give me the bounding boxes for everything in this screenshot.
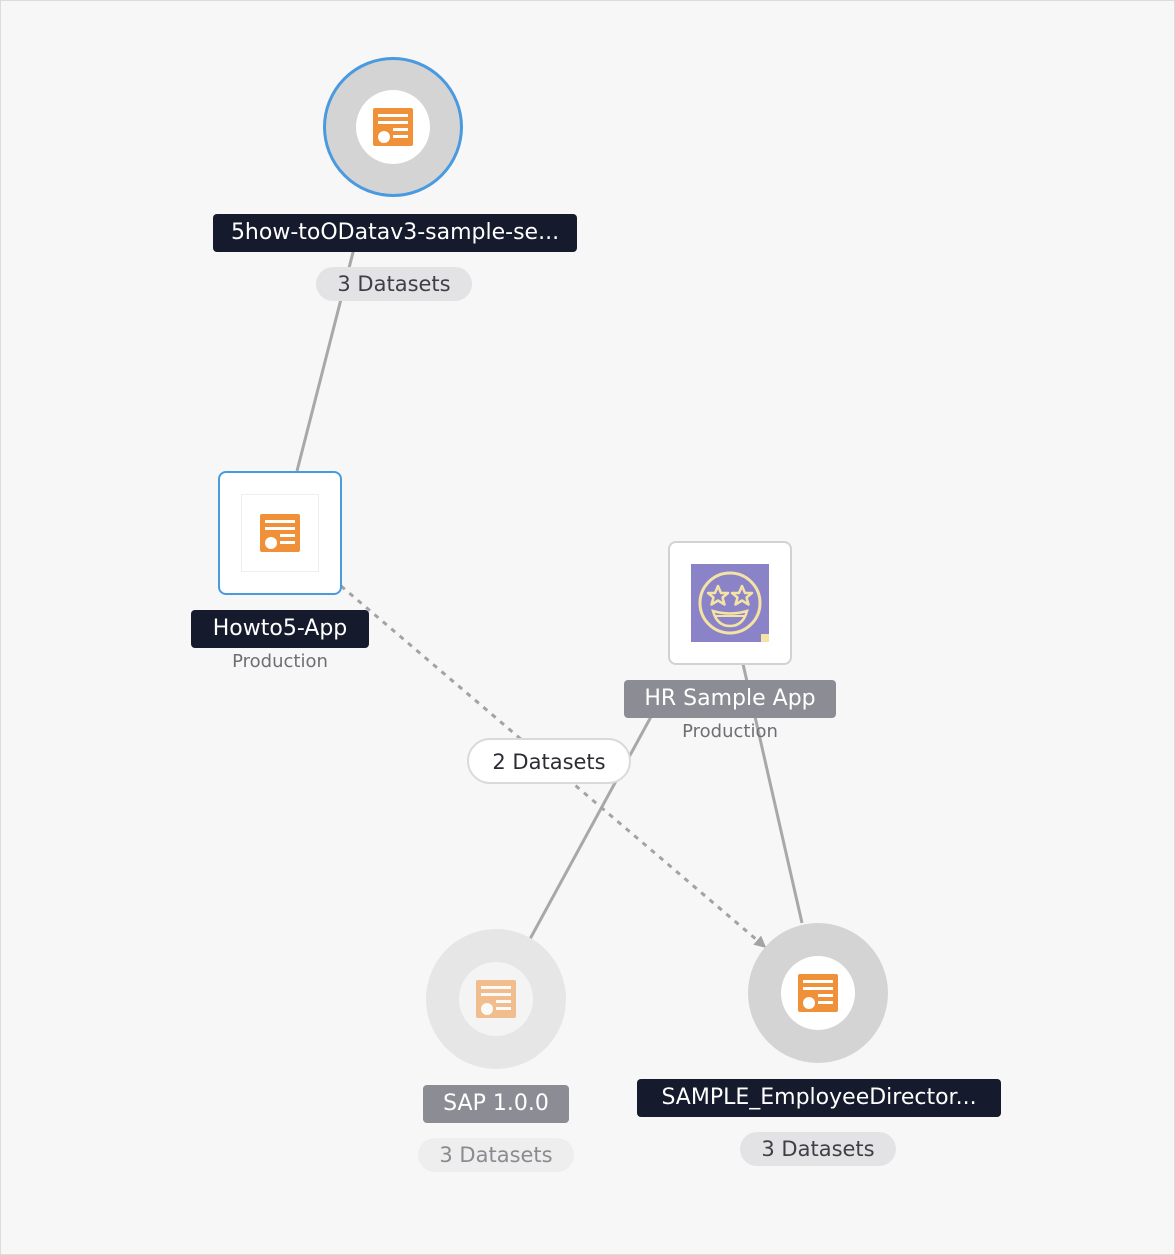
app-environment-label: Production	[682, 721, 778, 742]
app-node-howto5[interactable]	[218, 471, 342, 595]
service-node-inner	[356, 90, 430, 164]
app-name-label[interactable]: Howto5-App	[191, 610, 369, 648]
edge-hr-app-to-sap	[528, 690, 667, 940]
star-struck-face-icon	[691, 564, 769, 642]
service-datasets-badge[interactable]: 3 Datasets	[316, 267, 472, 301]
service-datasets-badge[interactable]: 3 Datasets	[418, 1138, 574, 1172]
document-list-icon	[260, 514, 300, 552]
edge-datasets-badge[interactable]: 2 Datasets	[467, 738, 631, 784]
service-node-employee-directory[interactable]	[748, 923, 888, 1063]
service-name-label[interactable]: SAMPLE_EmployeeDirector...	[637, 1079, 1001, 1117]
service-node-inner	[459, 962, 533, 1036]
app-node-inner	[241, 494, 319, 572]
app-name-label[interactable]: HR Sample App	[624, 680, 836, 718]
service-node-5how-to[interactable]	[323, 57, 463, 197]
app-environment-label: Production	[232, 651, 328, 672]
service-datasets-badge[interactable]: 3 Datasets	[740, 1132, 896, 1166]
document-list-icon	[373, 108, 413, 146]
service-name-label[interactable]: SAP 1.0.0	[423, 1085, 569, 1123]
app-node-hr-sample[interactable]	[668, 541, 792, 665]
star-struck-face-graphic	[698, 571, 769, 642]
service-node-inner	[781, 956, 855, 1030]
edge-top-service-to-howto-app	[295, 224, 362, 472]
document-list-icon	[798, 974, 838, 1012]
service-node-sap[interactable]	[426, 929, 566, 1069]
document-list-icon	[476, 980, 516, 1018]
service-name-label[interactable]: 5how-toODatav3-sample-se...	[213, 214, 577, 252]
